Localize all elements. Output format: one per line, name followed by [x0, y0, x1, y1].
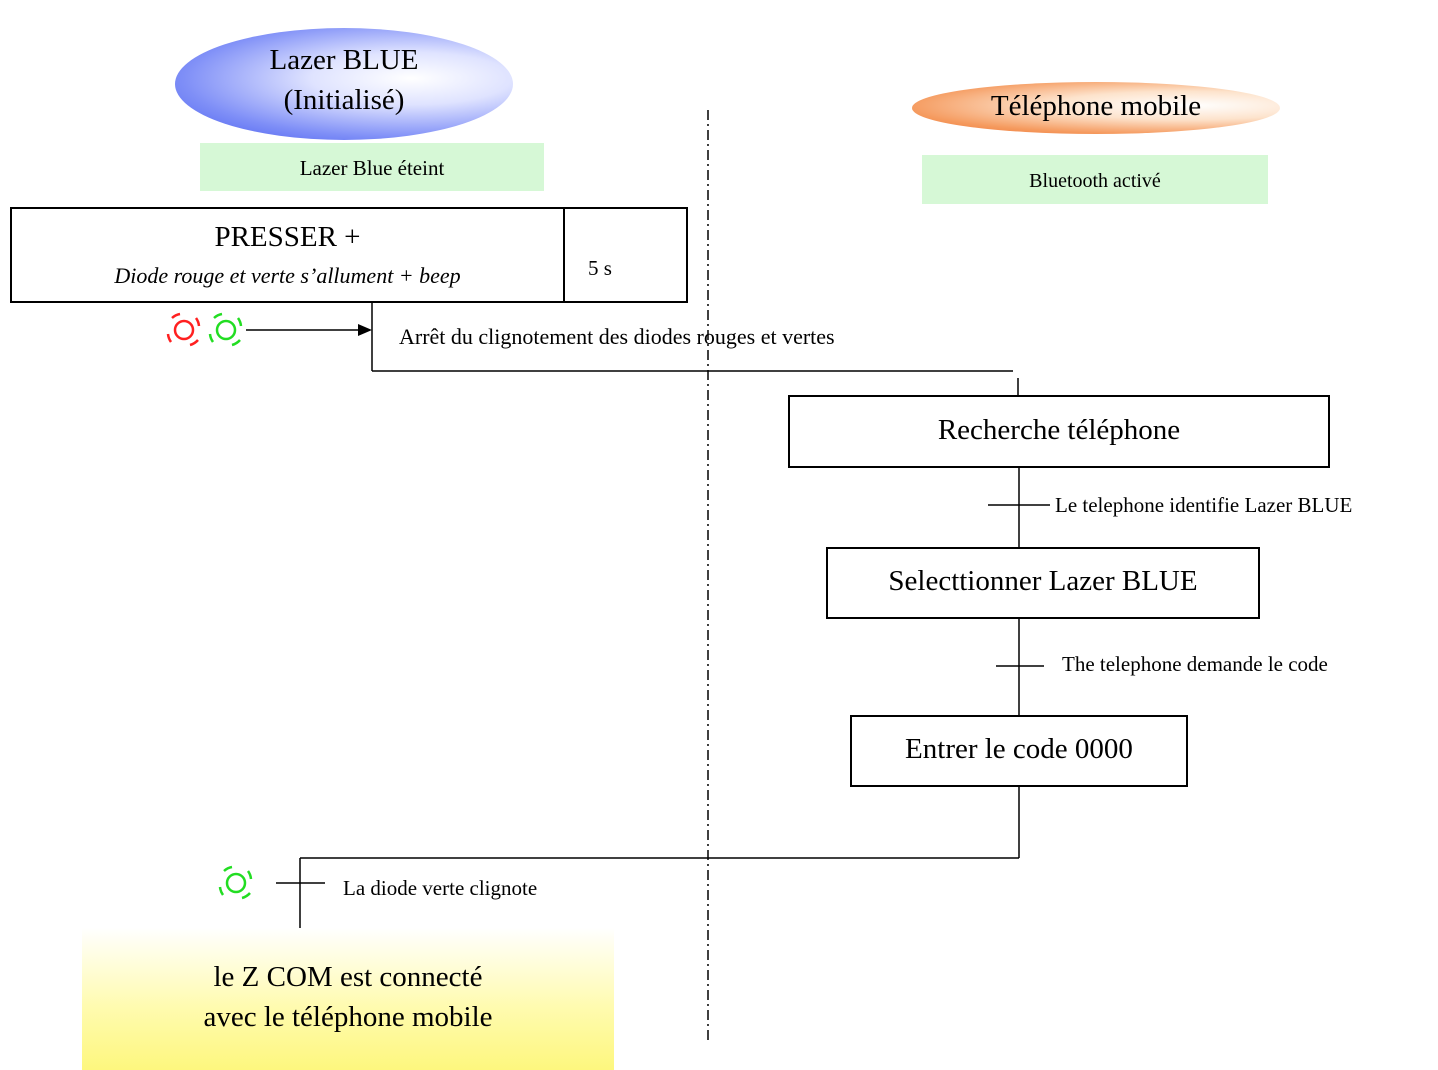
final-state-box [82, 928, 614, 1070]
final-state-line1: le Z COM est connecté [213, 961, 483, 993]
transition-stop-blink: Arrêt du clignotement des diodes rouges … [399, 324, 835, 349]
press-action-label: PRESSER + [214, 221, 361, 253]
device-state-label: Lazer Blue éteint [299, 156, 445, 180]
phone-ellipse [912, 82, 1280, 134]
enter-code-box [850, 715, 1188, 787]
press-duration-box [563, 207, 688, 303]
transition-green-blinks: La diode verte clignote [343, 876, 538, 900]
press-step-box [10, 207, 565, 303]
transition-phone-identifies: Le telephone identifie Lazer BLUE [1055, 493, 1353, 517]
green-led-icon [218, 865, 253, 900]
press-duration-label: 5 s [588, 256, 612, 280]
device-title: Lazer BLUE [269, 44, 419, 76]
select-device-label: Selecttionner Lazer BLUE [888, 565, 1198, 597]
device-state-box [200, 143, 544, 191]
press-detail-label: Diode rouge et verte s’allument + beep [114, 263, 461, 288]
search-phone-label: Recherche téléphone [937, 414, 1181, 446]
enter-code-label: Entrer le code 0000 [905, 733, 1133, 765]
phone-state-label: Bluetooth activé [1029, 170, 1161, 192]
device-ellipse [175, 28, 513, 140]
phone-title: Téléphone mobile [990, 90, 1202, 122]
phone-state-box [922, 155, 1268, 204]
select-device-box [826, 547, 1260, 619]
green-led-icon [208, 312, 243, 347]
red-led-icon [166, 312, 201, 347]
transition-phone-asks-code: The telephone demande le code [1062, 652, 1328, 676]
device-subtitle: (Initialisé) [283, 84, 405, 116]
arrow-head [358, 324, 372, 336]
final-state-line2: avec le téléphone mobile [203, 1001, 493, 1033]
search-phone-box [788, 395, 1330, 468]
